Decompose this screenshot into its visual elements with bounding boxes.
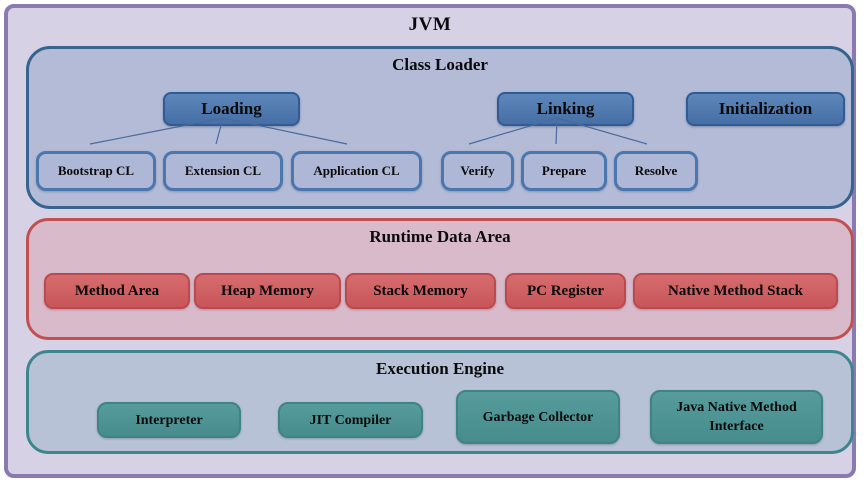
- initialization-box: Initialization: [686, 92, 845, 126]
- class-loader-title: Class Loader: [392, 55, 488, 74]
- linking-box: Linking: [497, 92, 634, 126]
- bootstrap-cl-box: Bootstrap CL: [36, 151, 156, 191]
- heap-memory-box: Heap Memory: [194, 273, 341, 309]
- verify-box: Verify: [441, 151, 514, 191]
- java-native-method-interface-box: Java Native Method Interface: [650, 390, 823, 444]
- resolve-box: Resolve: [614, 151, 698, 191]
- extension-cl-box: Extension CL: [163, 151, 283, 191]
- stack-memory-box: Stack Memory: [345, 273, 496, 309]
- loading-box: Loading: [163, 92, 300, 126]
- native-method-stack-box: Native Method Stack: [633, 273, 838, 309]
- runtime-data-area-section: Runtime Data Area Method Area Heap Memor…: [26, 218, 854, 340]
- execution-engine-title: Execution Engine: [376, 359, 504, 378]
- execution-engine-section: Execution Engine Interpreter JIT Compile…: [26, 350, 854, 454]
- pc-register-box: PC Register: [505, 273, 626, 309]
- jit-compiler-box: JIT Compiler: [278, 402, 423, 438]
- method-area-box: Method Area: [44, 273, 190, 309]
- garbage-collector-box: Garbage Collector: [456, 390, 620, 444]
- jvm-container: JVM Class Loader Loading Linking Initial…: [4, 4, 856, 478]
- prepare-box: Prepare: [521, 151, 607, 191]
- runtime-data-area-title: Runtime Data Area: [369, 227, 511, 246]
- interpreter-box: Interpreter: [97, 402, 241, 438]
- diagram-title: JVM: [408, 14, 452, 35]
- application-cl-box: Application CL: [291, 151, 422, 191]
